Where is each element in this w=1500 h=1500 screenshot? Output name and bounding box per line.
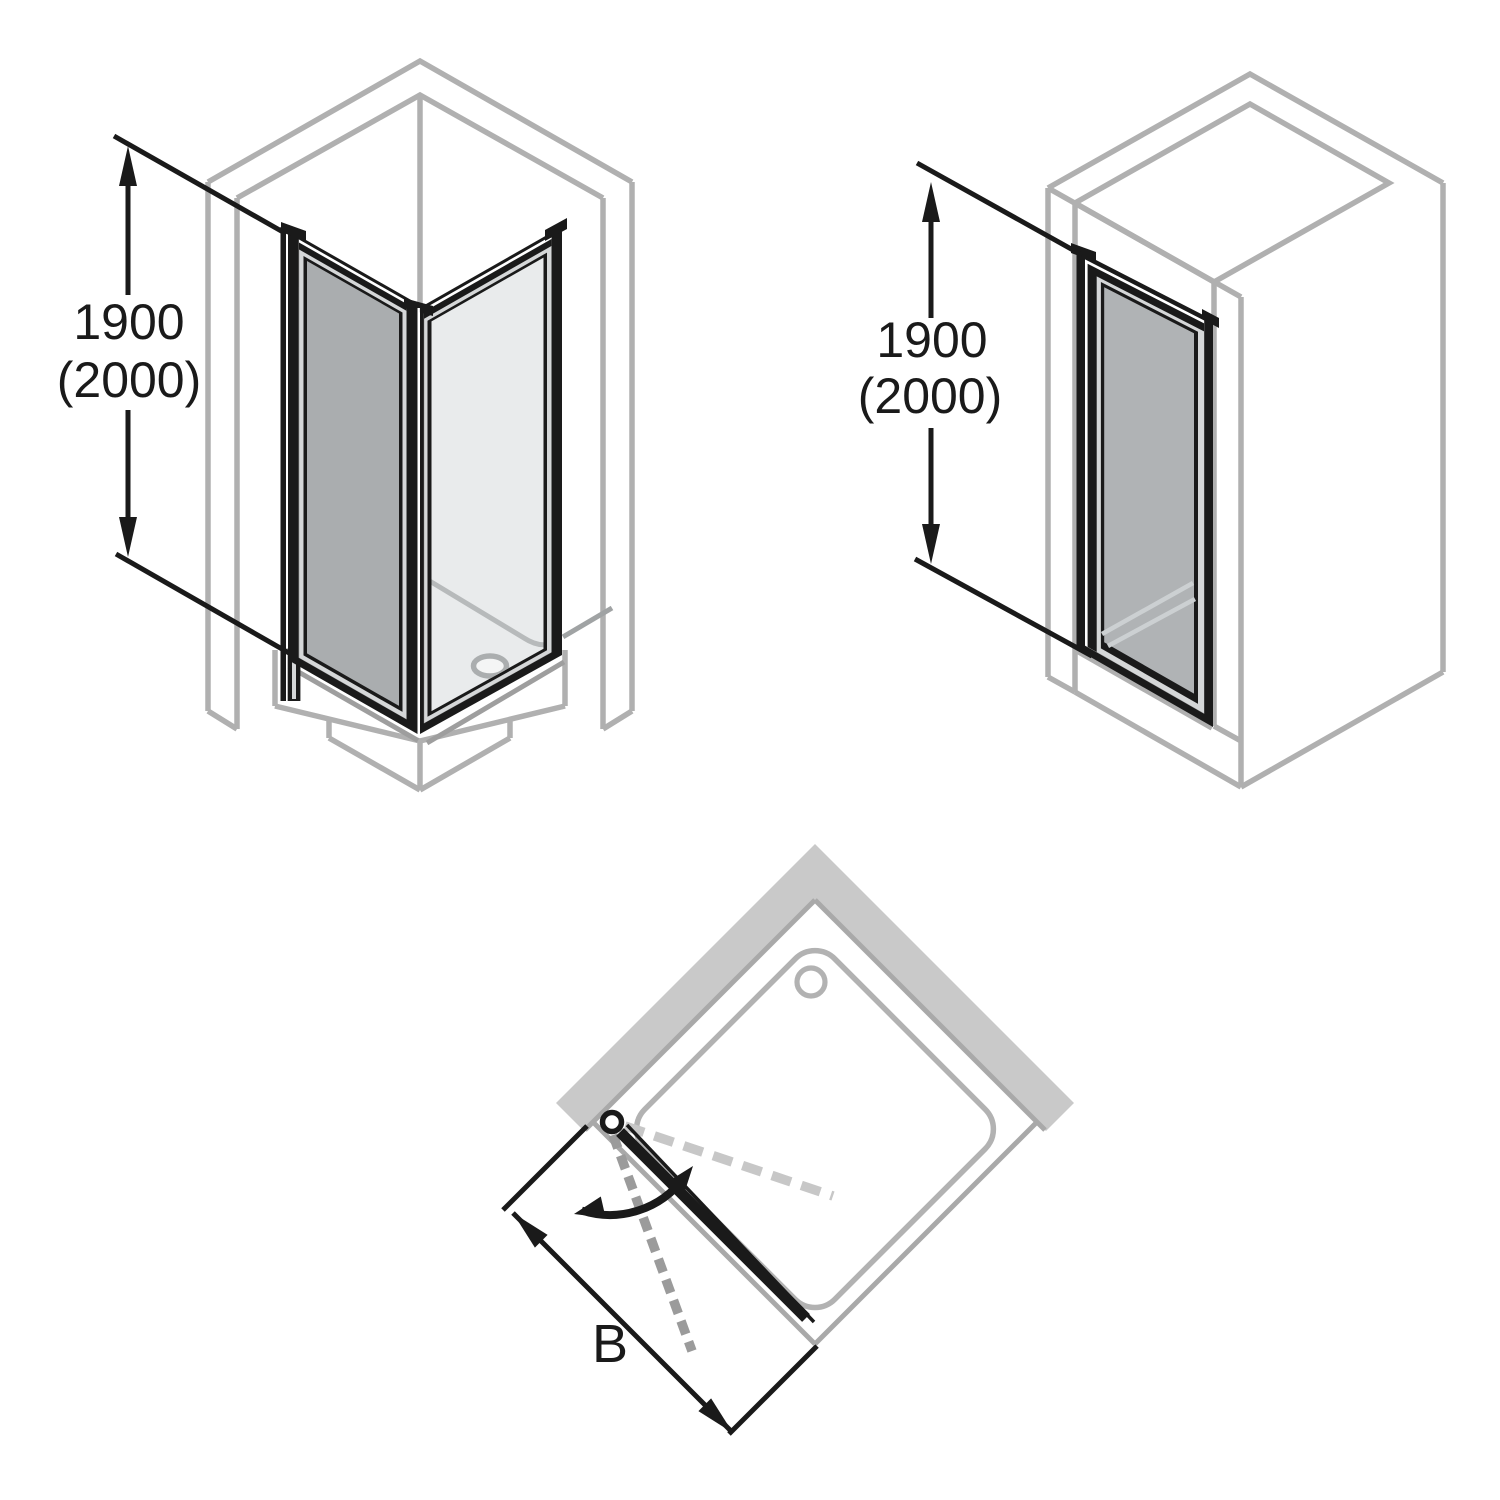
- svg-text:(2000): (2000): [858, 368, 1003, 424]
- svg-text:(2000): (2000): [57, 352, 202, 408]
- svg-text:1900: 1900: [876, 312, 987, 368]
- svg-text:1900: 1900: [73, 294, 184, 350]
- svg-text:B: B: [592, 1314, 628, 1374]
